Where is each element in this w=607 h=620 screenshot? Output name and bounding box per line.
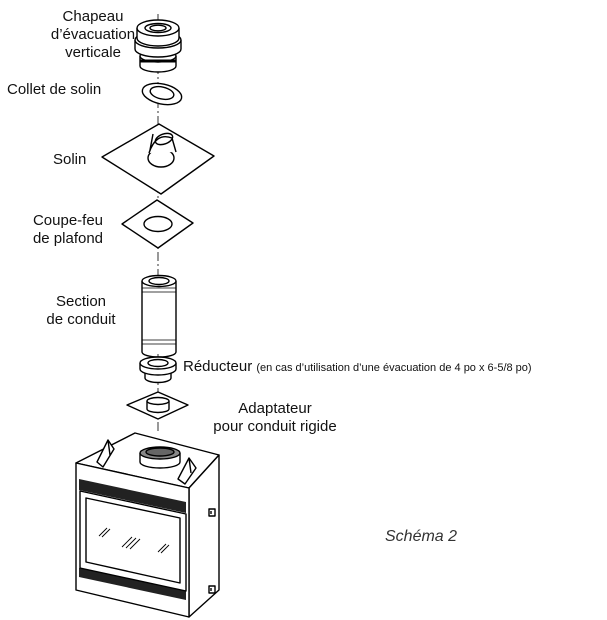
reducer	[139, 356, 177, 384]
label-vertical-vent-cap: Chapeau d’évacuation verticale	[40, 8, 146, 62]
figure-caption: Schéma 2	[385, 528, 458, 545]
label-rigid-pipe-adapter: Adaptateur pour conduit rigide	[205, 400, 345, 436]
vertical-vent-cap	[134, 19, 182, 73]
label-roof-flashing: Solin	[53, 151, 87, 168]
label-storm-collar: Collet de solin	[7, 81, 102, 98]
label-ceiling-firestop: Coupe-feu de plafond	[28, 212, 108, 248]
label-adapter-line-1: Adaptateur	[238, 400, 312, 417]
label-cap-line-2: d’évacuation	[50, 26, 136, 43]
label-firestop-line-1: Coupe-feu	[32, 212, 104, 229]
ceiling-firestop	[121, 199, 194, 249]
label-adapter-line-2: pour conduit rigide	[213, 418, 337, 435]
label-vent-pipe-section: Section de conduit	[40, 293, 122, 329]
fireplace	[75, 432, 220, 618]
roof-flashing	[101, 123, 215, 195]
label-cap-line-1: Chapeau	[62, 8, 124, 25]
label-reducer: Réducteur (en cas d’utilisation d’une év…	[183, 358, 532, 377]
label-pipe-line-2: de conduit	[46, 311, 116, 328]
rigid-pipe-adapter	[126, 391, 189, 420]
label-cap-line-3: verticale	[65, 44, 121, 61]
storm-collar	[141, 82, 183, 106]
label-pipe-line-1: Section	[55, 293, 107, 310]
vent-pipe-section	[141, 274, 177, 358]
label-reducer-note: (en cas d’utilisation d’une évacuation d…	[256, 362, 532, 374]
label-reducer-title: Réducteur	[183, 358, 253, 375]
label-firestop-line-2: de plafond	[32, 230, 104, 247]
